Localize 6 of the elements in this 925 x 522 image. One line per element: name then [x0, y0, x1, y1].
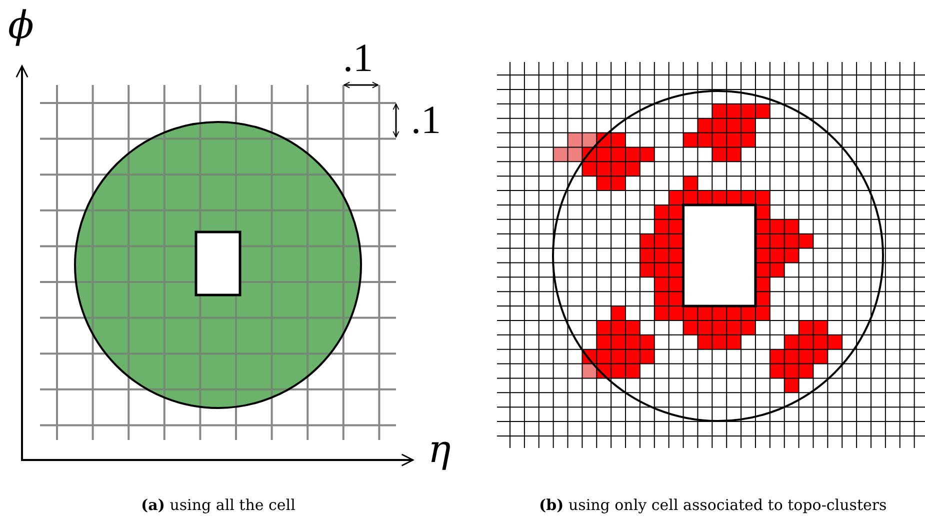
axis-label: ϕ — [8, 6, 34, 44]
dimension-label: .1 — [411, 100, 441, 140]
subfigure-caption: (b) using only cell associated to topo-clusters — [539, 498, 887, 513]
axis-label: η — [428, 430, 451, 468]
dimension-label: .1 — [343, 38, 373, 78]
subfigure-caption: (a) using all the cell — [141, 498, 296, 513]
